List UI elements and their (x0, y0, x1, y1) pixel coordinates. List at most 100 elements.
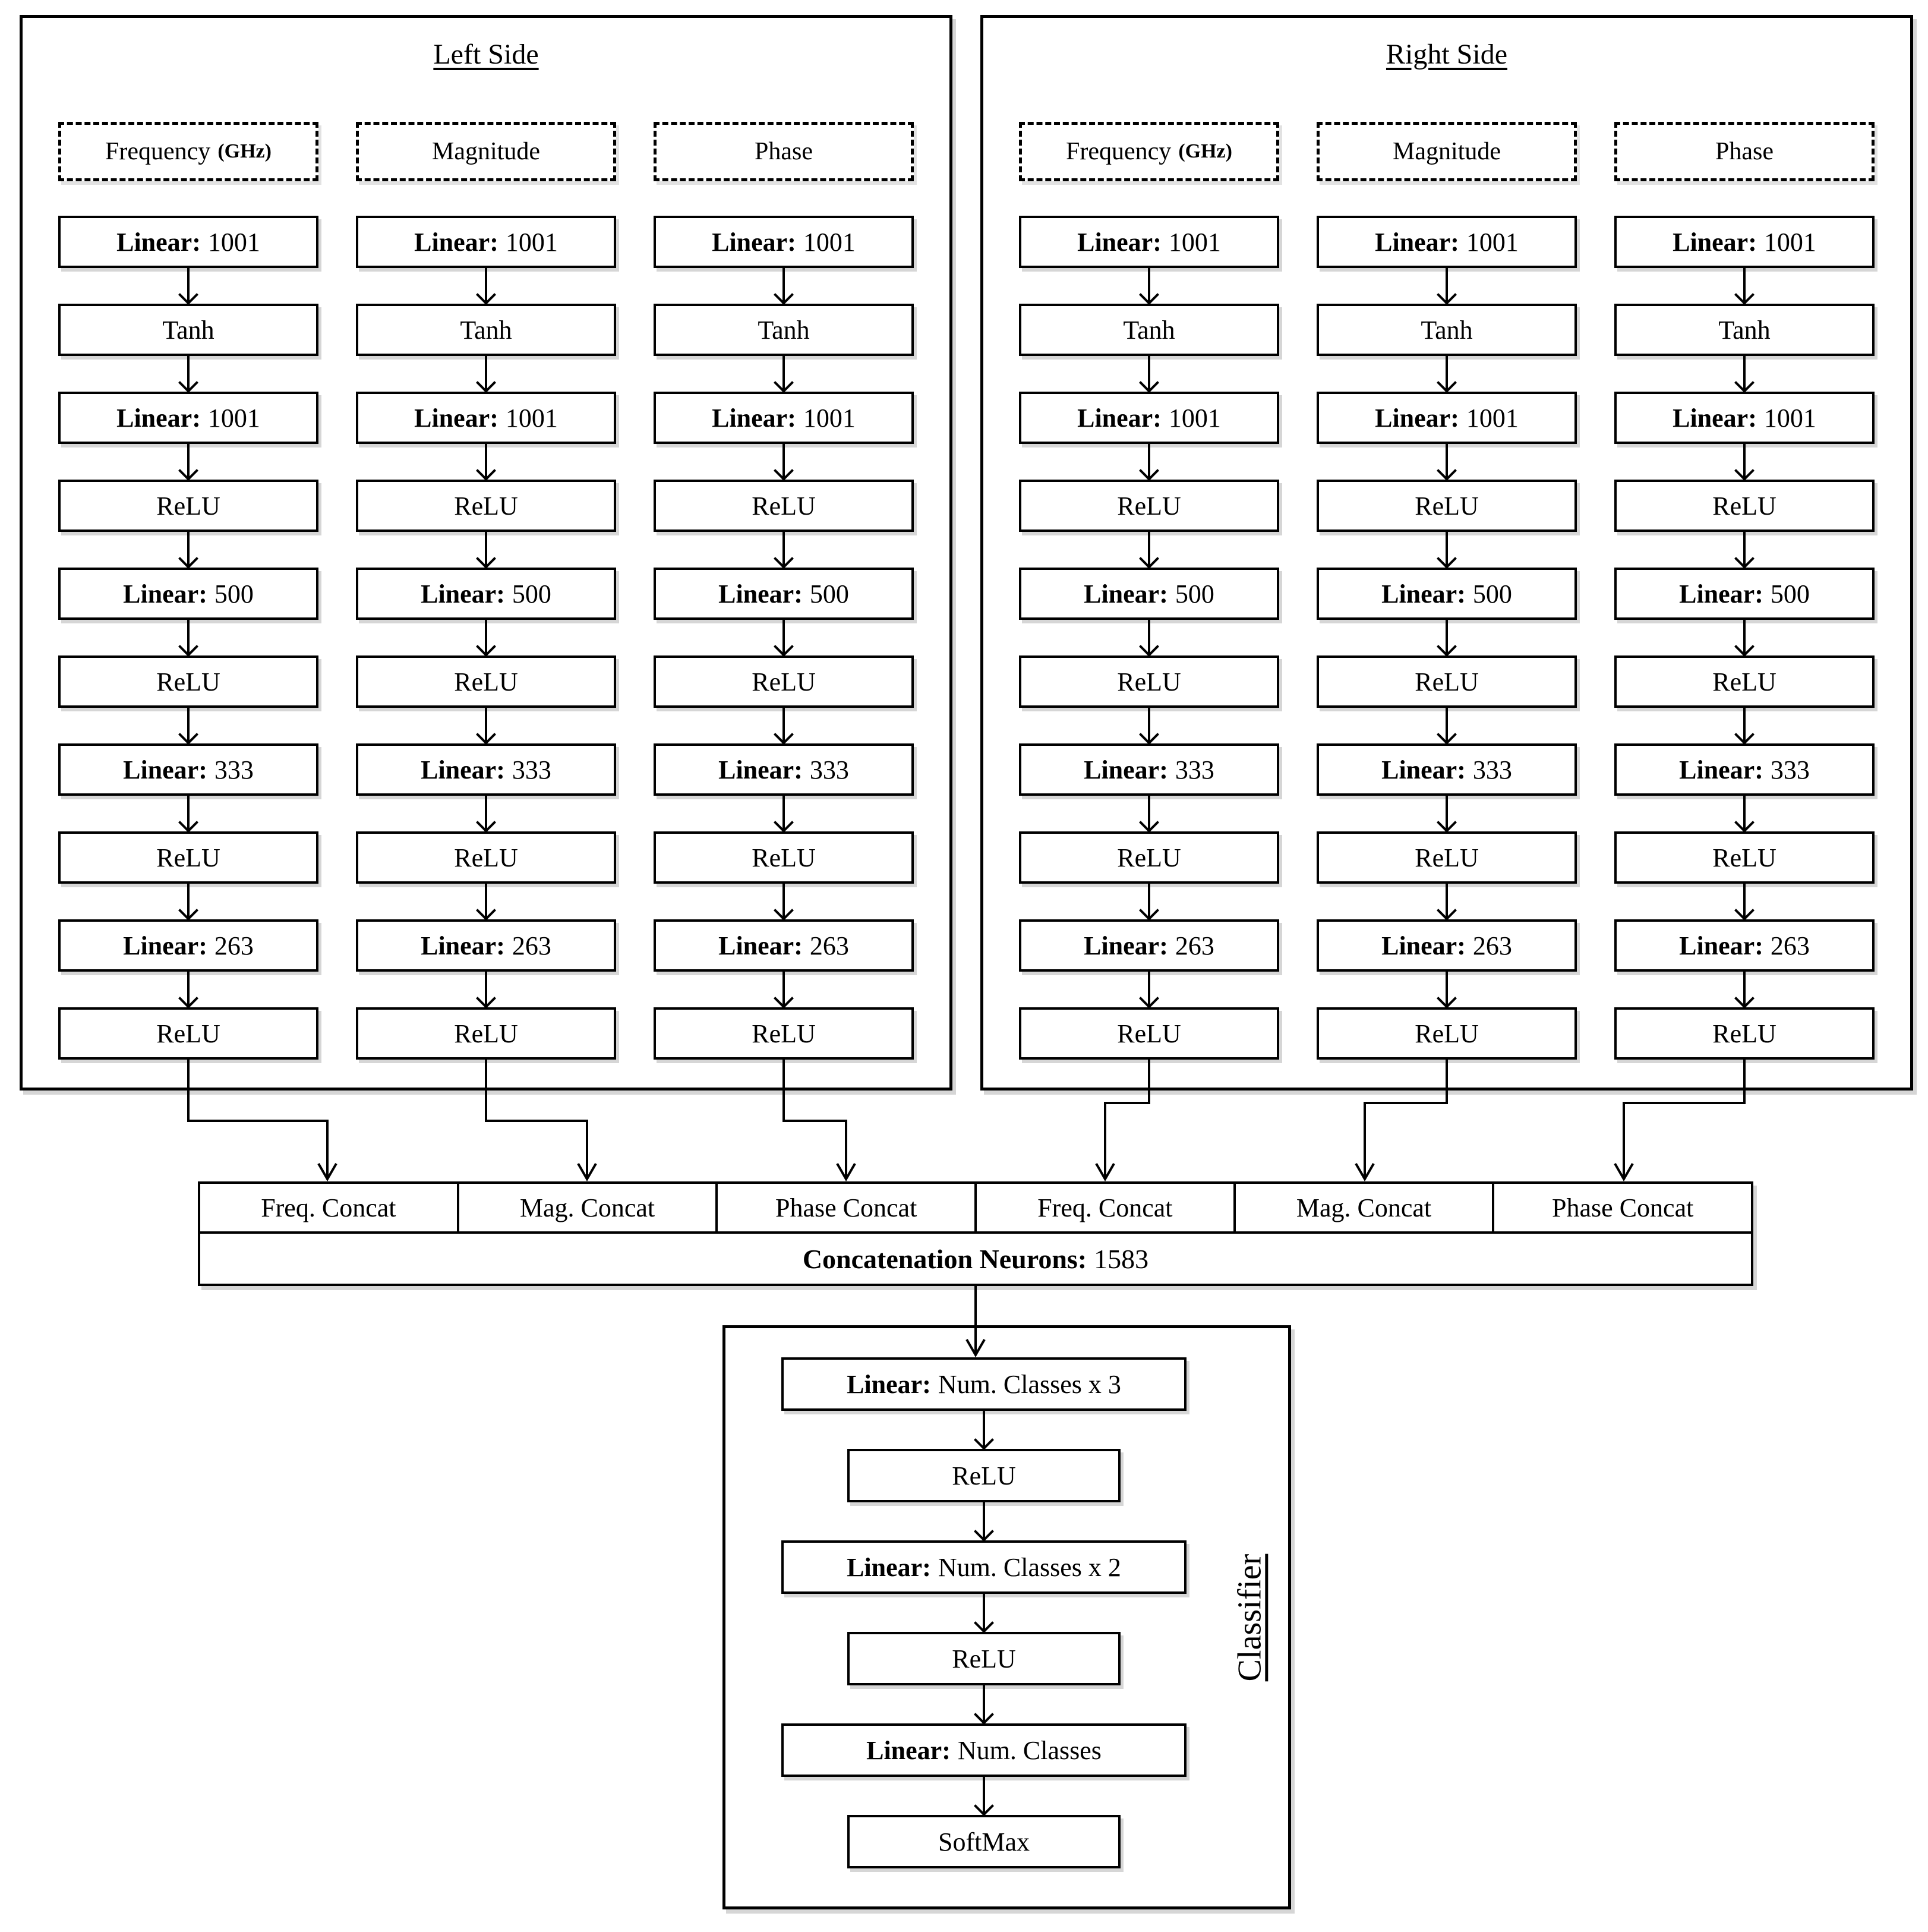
down-arrow-icon (356, 268, 616, 304)
down-arrow-icon (1019, 796, 1279, 831)
layer-box: Linear:1001 (1614, 392, 1875, 444)
box-label: SoftMax (938, 1827, 1030, 1857)
down-arrow-icon (781, 1685, 1187, 1723)
down-arrow-icon (58, 620, 318, 655)
box-label: Linear:263 (123, 931, 254, 960)
connector-path (1614, 1163, 1634, 1182)
input-label: Phase (1715, 138, 1774, 165)
down-arrow-icon (1614, 884, 1875, 919)
box-label: Linear:263 (1084, 931, 1214, 960)
layer-box: Linear:1001 (356, 392, 616, 444)
down-arrow-icon (1614, 268, 1875, 304)
classifier-layer-box: Linear:Num. Classes x 3 (781, 1357, 1187, 1411)
layer-box: ReLU (1317, 1007, 1577, 1060)
down-arrow-icon (356, 532, 616, 568)
spacer (1317, 181, 1577, 216)
box-label: Linear:500 (1381, 579, 1512, 609)
layer-box: Linear:1001 (654, 392, 914, 444)
classifier-layer-box: ReLU (847, 1632, 1121, 1685)
layer-box: ReLU (654, 1007, 914, 1060)
box-label: Linear:263 (1679, 931, 1810, 960)
box-label: Linear:500 (421, 579, 551, 609)
box-label: Linear:333 (1679, 755, 1810, 784)
box-label: ReLU (1415, 843, 1479, 872)
layer-box: ReLU (58, 480, 318, 532)
layer-box: Linear:263 (1019, 919, 1279, 972)
spacer (1019, 181, 1279, 216)
layer-box: Linear:500 (654, 568, 914, 620)
concatenation-neurons-box: Concatenation Neurons:1583 (198, 1234, 1753, 1286)
layer-box: Linear:500 (1019, 568, 1279, 620)
down-arrow-icon (356, 708, 616, 743)
classifier-layer-box: Linear:Num. Classes (781, 1723, 1187, 1777)
down-arrow-icon (1019, 268, 1279, 304)
box-label: Linear:1001 (1673, 227, 1816, 257)
layer-box: ReLU (654, 831, 914, 884)
spacer (58, 181, 318, 216)
spacer (1614, 181, 1875, 216)
concat-cell: Phase Concat (1494, 1181, 1754, 1234)
layer-box: Linear:333 (1317, 743, 1577, 796)
layer-box: Linear:1001 (356, 216, 616, 268)
connector-path (1355, 1163, 1375, 1182)
layer-box: Tanh (58, 304, 318, 356)
concat-cell: Phase Concat (718, 1181, 977, 1234)
down-arrow-icon (781, 1594, 1187, 1632)
down-arrow-icon (1019, 444, 1279, 480)
box-label: Linear:1001 (116, 403, 260, 433)
layer-box: Linear:1001 (1317, 216, 1577, 268)
concat-cell: Freq. Concat (977, 1181, 1236, 1234)
box-label: ReLU (752, 667, 816, 696)
layer-box: Linear:1001 (1317, 392, 1577, 444)
classifier-panel: Linear:Num. Classes x 3 ReLU Linear:Num. C… (722, 1325, 1291, 1909)
box-label: Tanh (162, 315, 214, 345)
down-arrow-icon (1614, 972, 1875, 1007)
layer-box: Tanh (1019, 304, 1279, 356)
layer-box: ReLU (1614, 655, 1875, 708)
box-label: Linear:1001 (1375, 227, 1519, 257)
box-label: Phase Concat (775, 1193, 917, 1222)
layer-box: ReLU (1019, 655, 1279, 708)
box-label: Linear:1001 (1077, 403, 1221, 433)
layer-box: Linear:500 (356, 568, 616, 620)
connector-path (317, 1163, 337, 1182)
down-arrow-icon (1019, 356, 1279, 392)
layer-box: Linear:500 (1614, 568, 1875, 620)
box-label: Linear:333 (1381, 755, 1512, 784)
layer-box: Linear:263 (654, 919, 914, 972)
box-label: ReLU (156, 1019, 220, 1048)
layer-box: Linear:333 (1614, 743, 1875, 796)
box-label: Mag. Concat (1296, 1193, 1432, 1222)
layer-box: Linear:1001 (58, 216, 318, 268)
box-label: Linear:1001 (116, 227, 260, 257)
input-box-phase: Phase (654, 122, 914, 181)
layer-box: Linear:263 (1614, 919, 1875, 972)
connector-path (1095, 1163, 1115, 1182)
layer-box: Linear:1001 (1019, 216, 1279, 268)
layer-box: ReLU (654, 655, 914, 708)
layer-box: Linear:1001 (1614, 216, 1875, 268)
layer-box: Linear:1001 (58, 392, 318, 444)
box-label: Linear:1001 (1375, 403, 1519, 433)
concatenation-neurons-value: 1583 (1094, 1243, 1149, 1274)
layer-box: Linear:263 (356, 919, 616, 972)
down-arrow-icon (781, 1777, 1187, 1815)
box-label: Linear:Num. Classes (866, 1735, 1102, 1765)
box-label: Linear:Num. Classes x 3 (847, 1369, 1121, 1399)
down-arrow-icon (654, 884, 914, 919)
down-arrow-icon (1317, 796, 1577, 831)
input-label: Phase (755, 138, 813, 165)
down-arrow-icon (356, 796, 616, 831)
box-label: Linear:263 (1381, 931, 1512, 960)
down-arrow-icon (58, 972, 318, 1007)
layer-box: ReLU (1614, 831, 1875, 884)
layer-box: ReLU (58, 655, 318, 708)
down-arrow-icon (58, 444, 318, 480)
layer-box: Tanh (654, 304, 914, 356)
concatenation-neurons-bold: Concatenation Neurons: (802, 1243, 1087, 1274)
box-label: Phase Concat (1552, 1193, 1694, 1222)
